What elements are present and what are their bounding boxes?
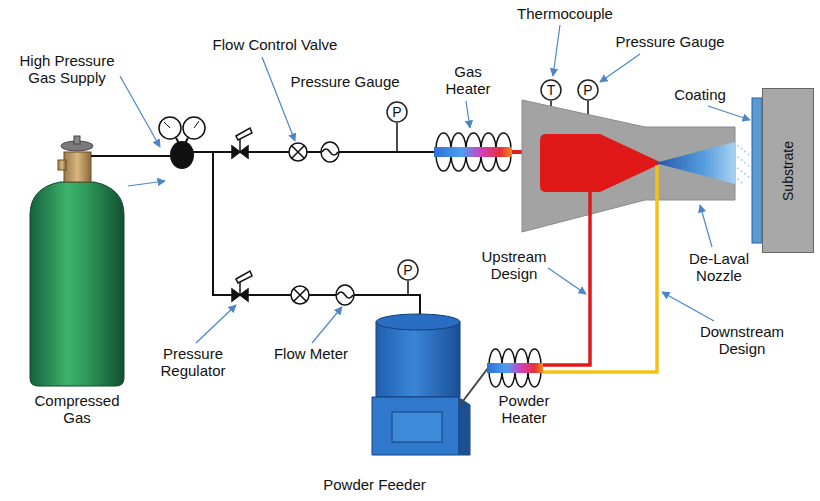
gauge-circle <box>387 102 407 122</box>
gauge-letter: P <box>403 263 412 277</box>
gauge-circle <box>578 80 598 100</box>
part-label: Gas Heater <box>442 63 494 98</box>
spray-particle <box>737 145 739 147</box>
pressure-gauge-symbol: P <box>397 259 419 281</box>
part-label: Powder Feeder <box>312 476 437 493</box>
substrate-block: Substrate <box>762 88 814 253</box>
gauge-circle <box>541 80 561 100</box>
part-name: Substrate <box>781 141 795 201</box>
part-label: Compressed Gas <box>28 392 126 427</box>
gauge-letter: P <box>392 105 401 119</box>
spray-particle <box>744 162 746 164</box>
part-label: Pressure Regulator <box>150 345 236 380</box>
part-label: De-Laval Nozzle <box>684 250 754 285</box>
pressure-gauge-symbol: P <box>386 101 408 123</box>
gauge-letter: P <box>583 83 592 97</box>
powder-heater <box>460 165 657 405</box>
powder-feeder <box>372 314 470 455</box>
spray-particle <box>748 153 750 155</box>
part-label: High Pressure Gas Supply <box>12 52 122 87</box>
spray-particle <box>737 156 739 158</box>
part-label: Coating <box>668 86 732 103</box>
gauge-circle <box>398 260 418 280</box>
part-label: Pressure Gauge <box>605 33 735 50</box>
gas-pipes <box>91 152 434 320</box>
part-label: Pressure Gauge <box>285 73 405 90</box>
pressure-gauge-symbol: P <box>577 79 599 101</box>
spray-particle <box>741 159 743 161</box>
part-label: Downstream Design <box>690 323 794 358</box>
part-label: Thermocouple <box>510 5 620 22</box>
part-label: Flow Control Valve <box>200 36 350 53</box>
spray-particle <box>748 176 750 178</box>
spray-particle <box>737 167 739 169</box>
part-label: Upstream Design <box>476 248 552 283</box>
spray-particle <box>737 179 739 181</box>
gas-cylinder <box>30 136 124 386</box>
leader-lines <box>120 25 750 343</box>
spray-particle <box>744 151 746 153</box>
spray-particle <box>741 181 743 183</box>
spray-particle <box>741 170 743 172</box>
spray-particle <box>741 148 743 150</box>
part-label: Flow Meter <box>262 345 360 362</box>
spray-particle <box>744 173 746 175</box>
spray-particle <box>748 165 750 167</box>
gauge-letter: T <box>547 83 556 97</box>
de-laval-nozzle <box>522 100 750 232</box>
thermocouple-symbol: T <box>540 79 562 101</box>
pressure-regulator <box>159 117 205 169</box>
part-label: Powder Heater <box>490 392 558 427</box>
coating-layer <box>752 98 762 243</box>
